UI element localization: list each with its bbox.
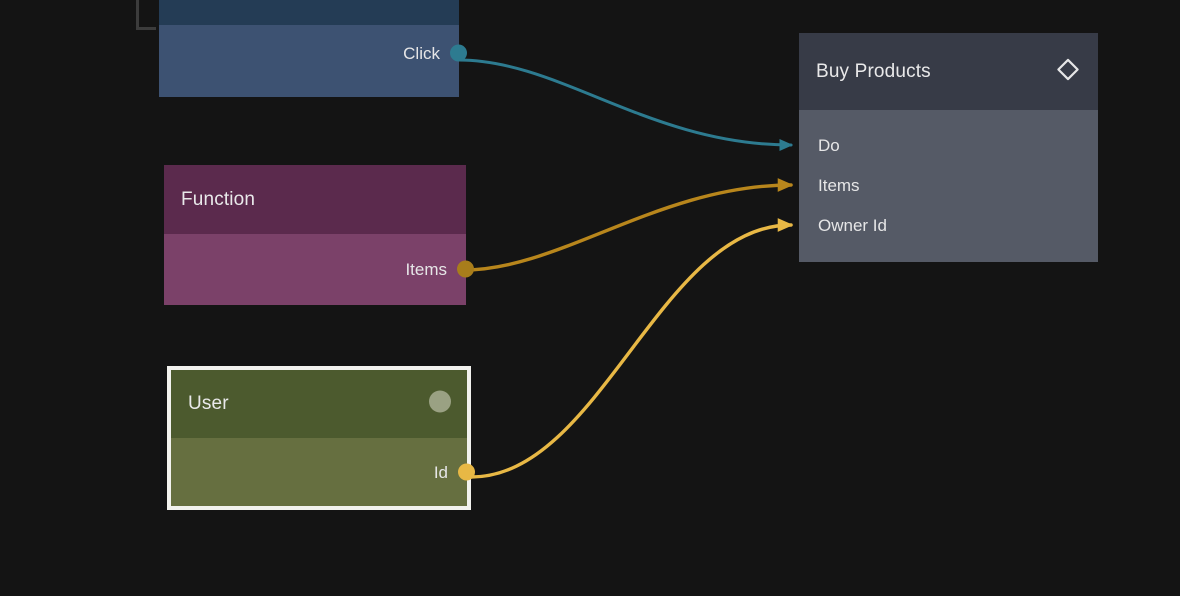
node-function[interactable]: Function Items: [164, 165, 474, 305]
port-label: Click: [403, 43, 440, 63]
diamond-icon: [1054, 55, 1082, 88]
node-body: Items: [164, 234, 474, 305]
group-frame-corner-bracket: [136, 0, 156, 30]
output-port-click[interactable]: Click: [403, 42, 467, 64]
node-title: Function: [181, 188, 256, 210]
node-title: User: [188, 393, 229, 414]
node-body: Click: [159, 25, 467, 97]
port-dot-id[interactable]: [458, 463, 475, 481]
node-header[interactable]: Buy Products: [799, 33, 1098, 110]
port-label: Items: [818, 175, 860, 195]
port-dot-items[interactable]: [457, 260, 474, 278]
port-dot-click[interactable]: [450, 44, 467, 62]
output-port-items[interactable]: Items: [405, 258, 474, 280]
input-port-items[interactable]: Items: [799, 174, 860, 196]
node-click-event[interactable]: Click: [159, 0, 467, 97]
node-title: Buy Products: [816, 60, 931, 82]
port-label: Do: [818, 135, 840, 155]
input-port-owner-id[interactable]: Owner Id: [799, 214, 887, 236]
node-header[interactable]: [159, 0, 459, 25]
input-port-do[interactable]: Do: [799, 134, 840, 156]
node-header[interactable]: User: [171, 370, 467, 438]
circle-icon: [429, 390, 451, 418]
edge-id-to-owner-id[interactable]: [469, 218, 794, 479]
edge-items-to-items[interactable]: [462, 178, 794, 272]
port-label: Id: [433, 462, 448, 482]
port-label: Owner Id: [818, 215, 887, 235]
node-user[interactable]: User Id: [167, 366, 475, 510]
node-header[interactable]: Function: [164, 165, 466, 234]
output-port-id[interactable]: Id: [433, 461, 475, 483]
node-buy-products[interactable]: Buy Products Do Items Owner Id: [799, 33, 1098, 262]
port-label: Items: [405, 259, 447, 279]
node-body: Id: [171, 438, 475, 506]
edge-click-to-do[interactable]: [457, 58, 794, 152]
node-body: Do Items Owner Id: [799, 110, 1098, 262]
